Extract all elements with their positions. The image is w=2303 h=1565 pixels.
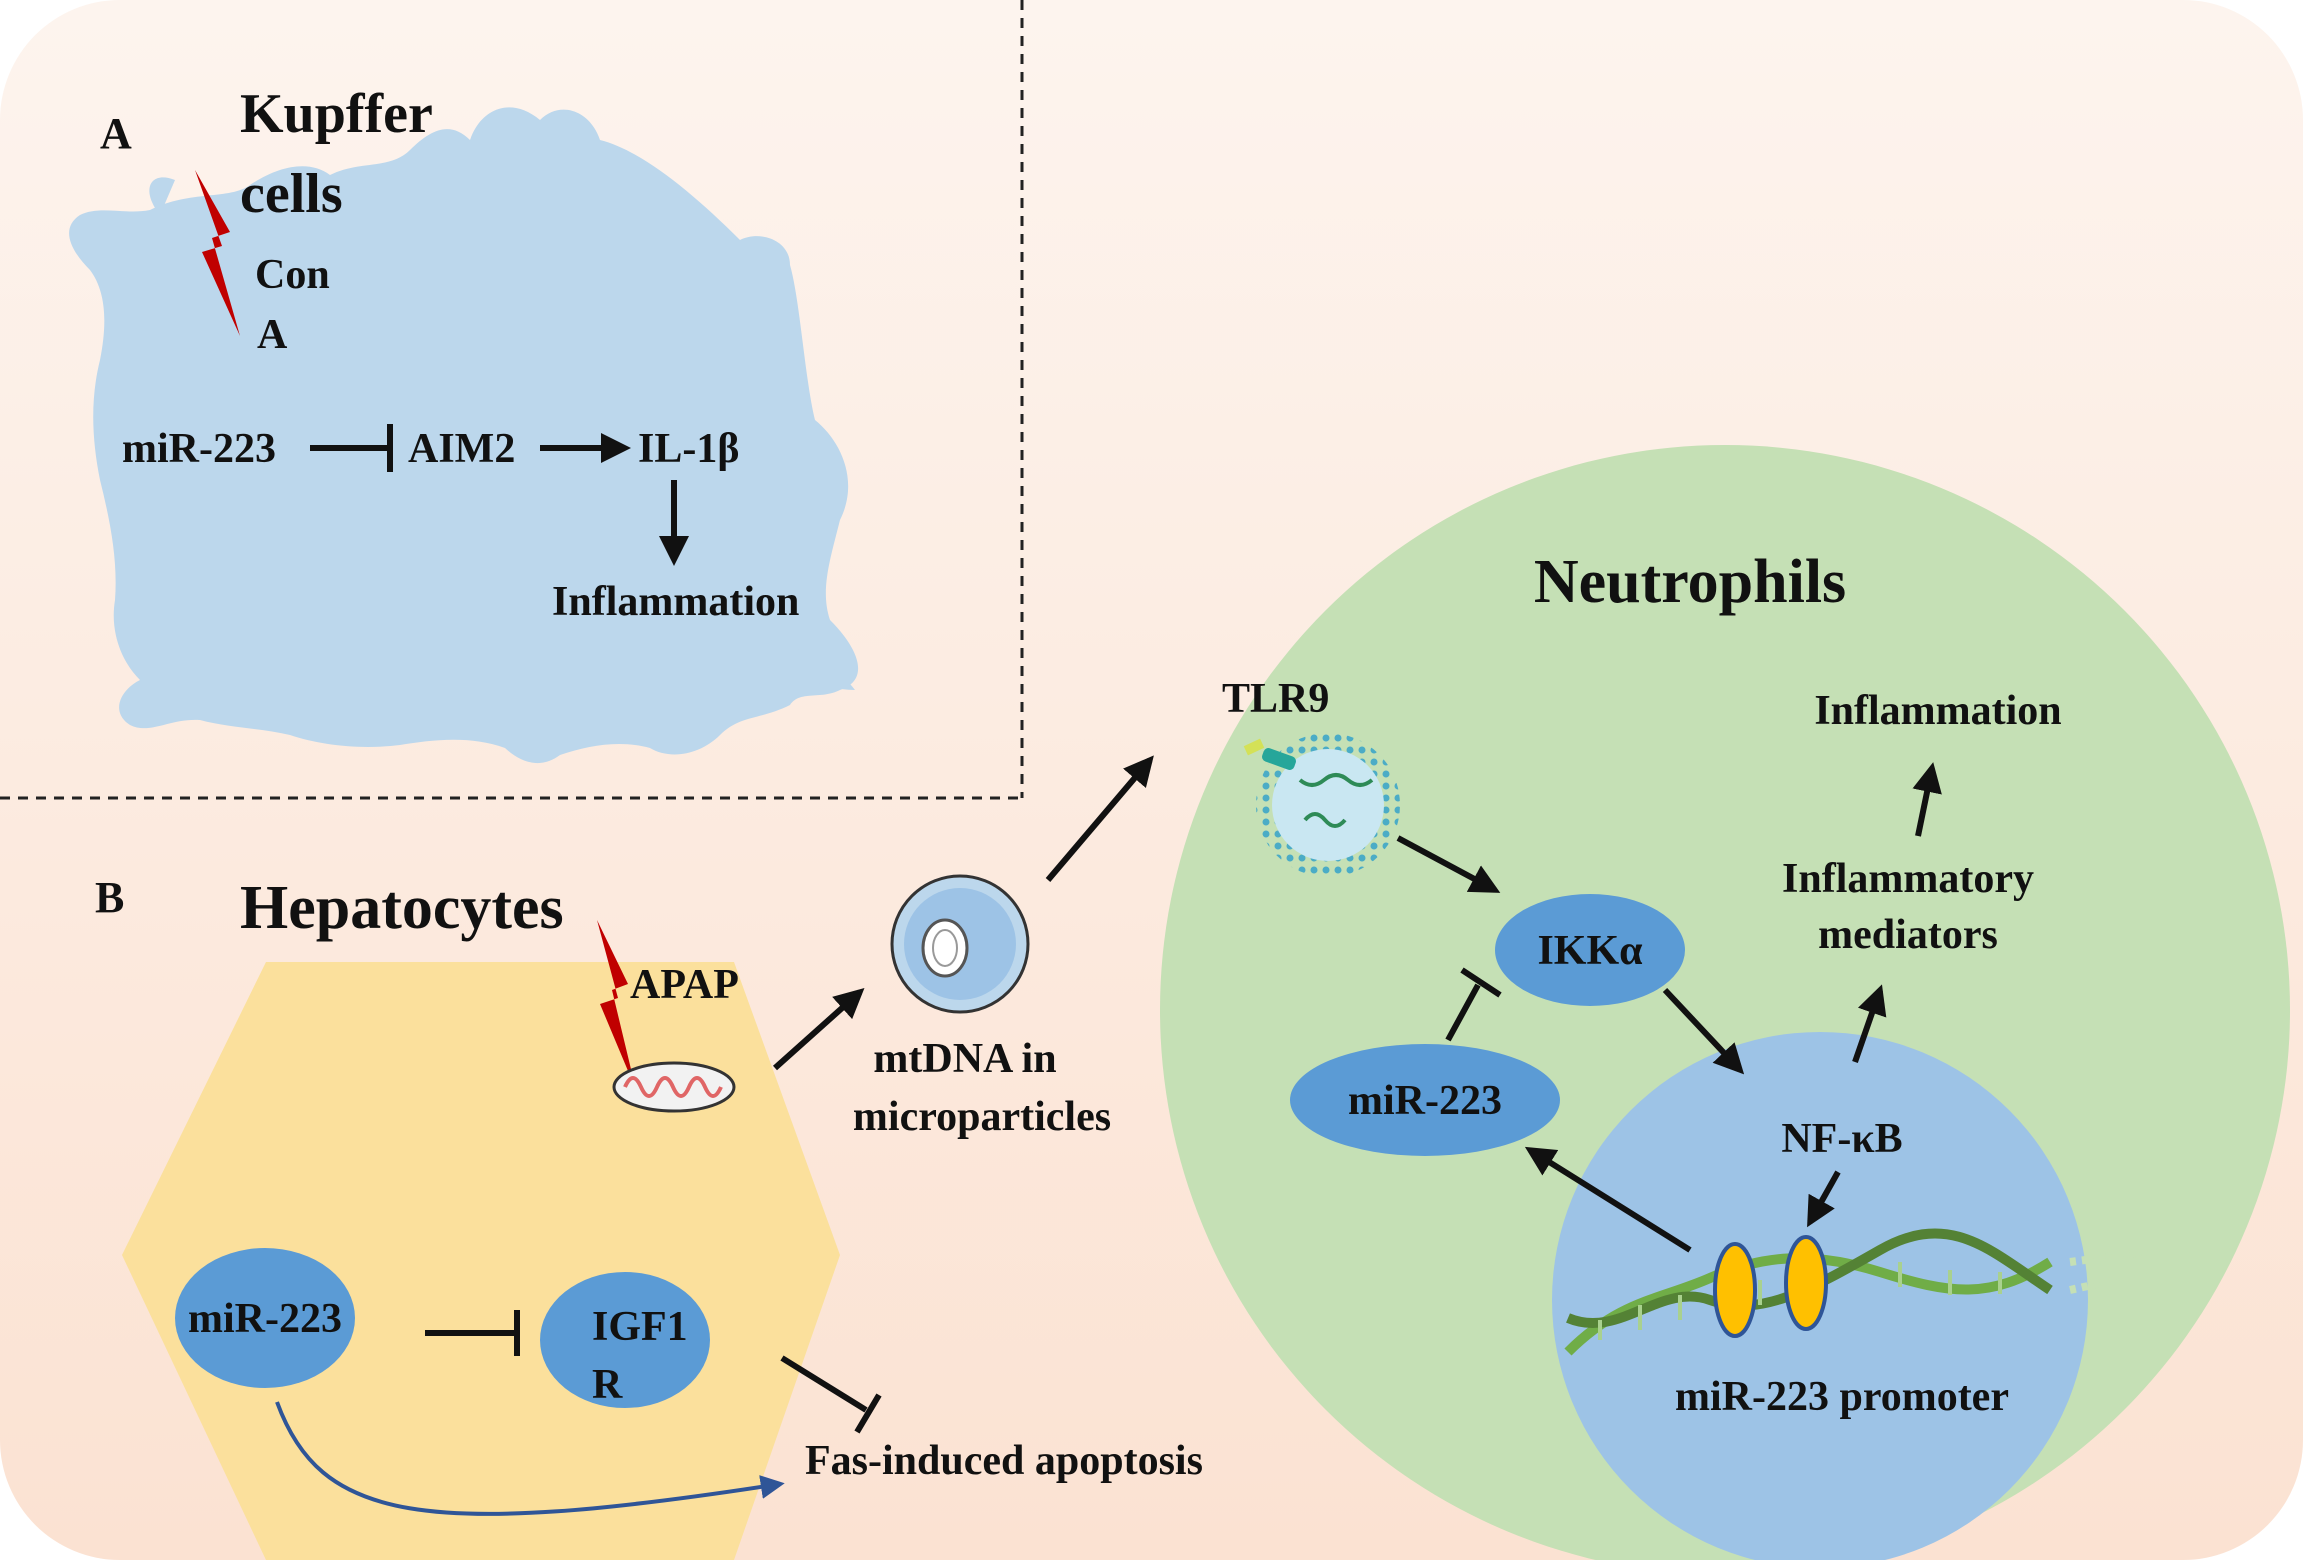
inhibition-arrow bbox=[780, 1355, 882, 1434]
mir223-neutrophil-node bbox=[1290, 1044, 1560, 1156]
stimulus-line1: Con bbox=[255, 252, 330, 298]
hepatocytes-title: Hepatocytes bbox=[240, 874, 564, 942]
tlr9-label: TLR9 bbox=[1222, 676, 1329, 722]
il1b-label: IL-1β bbox=[638, 426, 739, 472]
igf1r-node bbox=[540, 1272, 710, 1408]
mir223-neutrophil-label: miR-223 bbox=[1348, 1078, 1502, 1124]
inflammation-neutrophil: Inflammation bbox=[1814, 688, 2061, 734]
endosome-icon bbox=[1243, 733, 1400, 877]
lightning-icon bbox=[195, 170, 240, 336]
curved-arrow bbox=[275, 1401, 785, 1516]
neutrophils-title: Neutrophils bbox=[1534, 548, 1846, 616]
igf1r-label-line1: IGF1 bbox=[592, 1304, 688, 1350]
kupffer-cell-body bbox=[69, 107, 859, 764]
inhibition-arrow bbox=[1445, 967, 1502, 1042]
panel-b-label: B bbox=[95, 873, 124, 922]
tlr9-to-ikk-arrow bbox=[1396, 835, 1501, 893]
promoter-binding-icon bbox=[1713, 1235, 1828, 1338]
fas-apoptosis-label: Fas-induced apoptosis bbox=[805, 1438, 1203, 1484]
nfkb-to-mediators-arrow bbox=[1852, 984, 1887, 1063]
panel-a-label: A bbox=[100, 109, 132, 158]
igf1r-label-line2: R bbox=[592, 1362, 623, 1408]
kupffer-title-line2: cells bbox=[240, 163, 343, 225]
inflammation-kupffer: Inflammation bbox=[552, 579, 799, 625]
nfkb-label: NF-κB bbox=[1781, 1116, 1902, 1162]
aim2-label: AIM2 bbox=[408, 426, 515, 472]
mitochondrion-icon bbox=[612, 1061, 736, 1113]
inhibition-arrow bbox=[310, 424, 393, 472]
microparticle-label-line1: mtDNA in bbox=[873, 1036, 1056, 1082]
kupffer-title-line1: Kupffer bbox=[240, 83, 433, 145]
mir223-hepatocyte-label: miR-223 bbox=[188, 1296, 342, 1342]
kupffer-cell bbox=[69, 107, 859, 764]
microparticle-label-line2: microparticles bbox=[853, 1094, 1111, 1140]
promoter-label: miR-223 promoter bbox=[1675, 1374, 2009, 1420]
promoter-to-mir223-arrow bbox=[1524, 1146, 1692, 1253]
ikk-to-nfkb-arrow bbox=[1662, 987, 1745, 1075]
mediators-label-line1: Inflammatory bbox=[1782, 856, 2034, 902]
mediators-label-line2: mediators bbox=[1818, 912, 1998, 958]
stimulus-line2: A bbox=[257, 312, 288, 358]
mir223-hepatocyte-node bbox=[175, 1248, 355, 1388]
panel-a-frame bbox=[0, 0, 1024, 800]
mito-to-microparticle-arrow bbox=[773, 988, 865, 1071]
ikk-node bbox=[1495, 894, 1685, 1006]
apap-label: APAP bbox=[630, 962, 739, 1008]
inhibition-arrow bbox=[425, 1310, 520, 1356]
nfkb-to-promoter-arrow bbox=[1807, 1170, 1841, 1228]
microparticle-to-neutrophil-arrow bbox=[1045, 755, 1154, 882]
lightning-icon bbox=[597, 920, 636, 1090]
mediators-to-inflammation-arrow bbox=[1912, 762, 1942, 837]
mir223-kupffer: miR-223 bbox=[122, 426, 276, 472]
ikk-label: IKKα bbox=[1537, 928, 1643, 974]
microparticle-icon bbox=[890, 874, 1030, 1014]
